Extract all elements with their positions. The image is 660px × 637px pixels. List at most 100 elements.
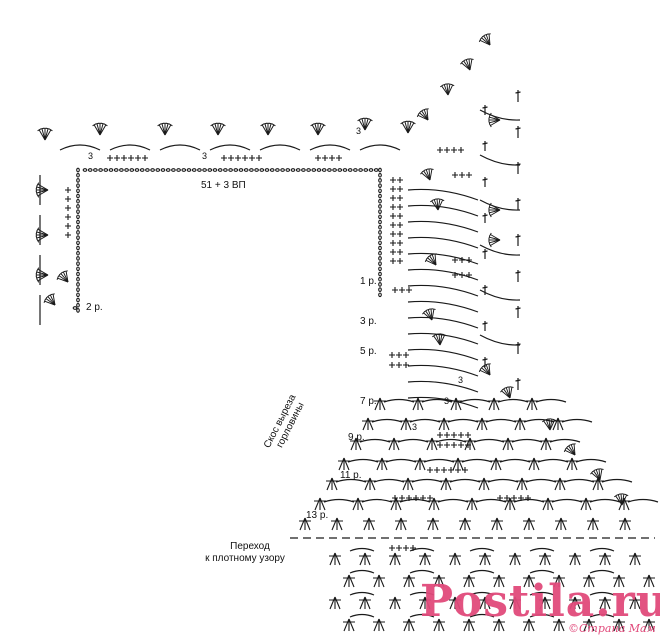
fan-tick bbox=[572, 443, 576, 445]
shell-stroke bbox=[613, 618, 625, 632]
chain-arch bbox=[589, 498, 621, 503]
shell-stroke bbox=[343, 574, 355, 588]
fan-tick bbox=[500, 389, 503, 393]
shell-stroke bbox=[433, 574, 445, 588]
shell-stroke bbox=[555, 517, 567, 531]
fan-stroke bbox=[217, 123, 222, 136]
chain-stitch bbox=[191, 168, 197, 172]
fan-stroke bbox=[99, 124, 107, 136]
shell-stroke bbox=[554, 477, 566, 491]
fan-tick bbox=[567, 444, 571, 448]
shell-stitch bbox=[643, 618, 655, 632]
chain-arch bbox=[561, 418, 593, 423]
fan-stroke bbox=[217, 124, 225, 136]
chain-stitch bbox=[378, 256, 382, 261]
fan-stroke bbox=[489, 236, 501, 241]
fan-tick bbox=[462, 59, 466, 63]
double-crochet-bar bbox=[482, 358, 488, 361]
shell-stroke bbox=[478, 477, 490, 491]
chain-arch-symbols bbox=[39, 109, 659, 618]
fan-stroke bbox=[509, 387, 513, 399]
fan-stitch bbox=[478, 33, 491, 46]
chain-arch bbox=[383, 398, 415, 403]
shell-stroke bbox=[613, 574, 625, 588]
chain-stitch bbox=[76, 183, 80, 188]
fan-tick bbox=[478, 38, 482, 43]
chain-stitch bbox=[259, 168, 265, 172]
row-7-label: 7 р. bbox=[360, 396, 377, 407]
double-crochet-bar bbox=[482, 322, 488, 325]
fan-tick bbox=[61, 270, 66, 274]
shell-stroke bbox=[619, 517, 631, 531]
fan-tick bbox=[430, 168, 434, 170]
single-crochet bbox=[403, 545, 409, 551]
shell-stroke bbox=[523, 618, 535, 632]
fan-tick bbox=[101, 122, 105, 125]
fan-tick bbox=[409, 120, 413, 123]
shell-stroke bbox=[395, 517, 407, 531]
single-crochet bbox=[427, 495, 433, 501]
fan-tick bbox=[424, 309, 428, 313]
shell-stitch bbox=[326, 477, 338, 491]
shell-stroke bbox=[450, 397, 462, 411]
fan-stroke bbox=[599, 469, 603, 481]
shell-stroke bbox=[566, 457, 578, 471]
fan-tick bbox=[46, 295, 50, 298]
single-crochet bbox=[390, 186, 396, 192]
fan-tick bbox=[442, 83, 446, 86]
fan-stroke bbox=[564, 449, 576, 456]
shell-stitch bbox=[412, 397, 424, 411]
chain-stitch bbox=[378, 198, 382, 204]
fan-tick bbox=[416, 113, 420, 118]
shell-stroke bbox=[523, 517, 535, 531]
fan-tick bbox=[426, 256, 429, 260]
fan-stroke bbox=[439, 334, 443, 346]
chain-stitch bbox=[378, 287, 382, 292]
chain-stitch bbox=[76, 297, 80, 303]
shell-stroke bbox=[459, 517, 471, 531]
shell-stitch bbox=[403, 574, 415, 588]
fan-stroke bbox=[437, 199, 444, 211]
chain-stitch bbox=[378, 204, 382, 209]
fan-stroke bbox=[433, 199, 439, 211]
fan-stitch bbox=[460, 58, 474, 71]
fan-tick bbox=[563, 448, 567, 453]
shell-stitch bbox=[493, 618, 505, 632]
shell-stitch bbox=[493, 574, 505, 588]
single-crochet bbox=[452, 172, 458, 178]
shell-stitch bbox=[629, 596, 641, 610]
chain-stitch bbox=[233, 168, 239, 172]
fan-tick bbox=[59, 272, 63, 275]
fan-tick bbox=[48, 293, 53, 297]
fan-stroke bbox=[44, 129, 52, 141]
shell-stroke bbox=[414, 457, 426, 471]
shell-stitch bbox=[299, 517, 311, 531]
fan-tick bbox=[487, 33, 491, 35]
chain-arch bbox=[407, 300, 479, 313]
fan-stroke bbox=[437, 199, 441, 211]
fan-stroke bbox=[503, 388, 511, 399]
chain-arch bbox=[537, 458, 569, 463]
single-crochet bbox=[459, 172, 465, 178]
fan-tick bbox=[46, 127, 50, 130]
single-crochet bbox=[444, 147, 450, 153]
chain-stitch bbox=[264, 168, 270, 172]
shell-stroke bbox=[389, 596, 401, 610]
chain-stitch bbox=[76, 302, 80, 308]
single-crochet bbox=[403, 352, 409, 358]
single-crochet bbox=[406, 287, 412, 293]
shell-stitch bbox=[350, 437, 362, 451]
chain-stitch bbox=[295, 168, 301, 172]
fan-stroke bbox=[407, 121, 412, 134]
chain-arch bbox=[487, 478, 519, 483]
single-crochet bbox=[444, 442, 450, 448]
chain-arch bbox=[407, 316, 479, 329]
shell-stitch bbox=[509, 596, 521, 610]
single-crochet bbox=[390, 204, 396, 210]
row-2-label: 2 р. bbox=[86, 302, 103, 313]
fan-tick bbox=[592, 469, 596, 473]
single-crochet bbox=[389, 362, 395, 368]
fan-stroke bbox=[481, 37, 491, 46]
shell-stroke bbox=[412, 397, 424, 411]
chain-arch bbox=[513, 498, 545, 503]
